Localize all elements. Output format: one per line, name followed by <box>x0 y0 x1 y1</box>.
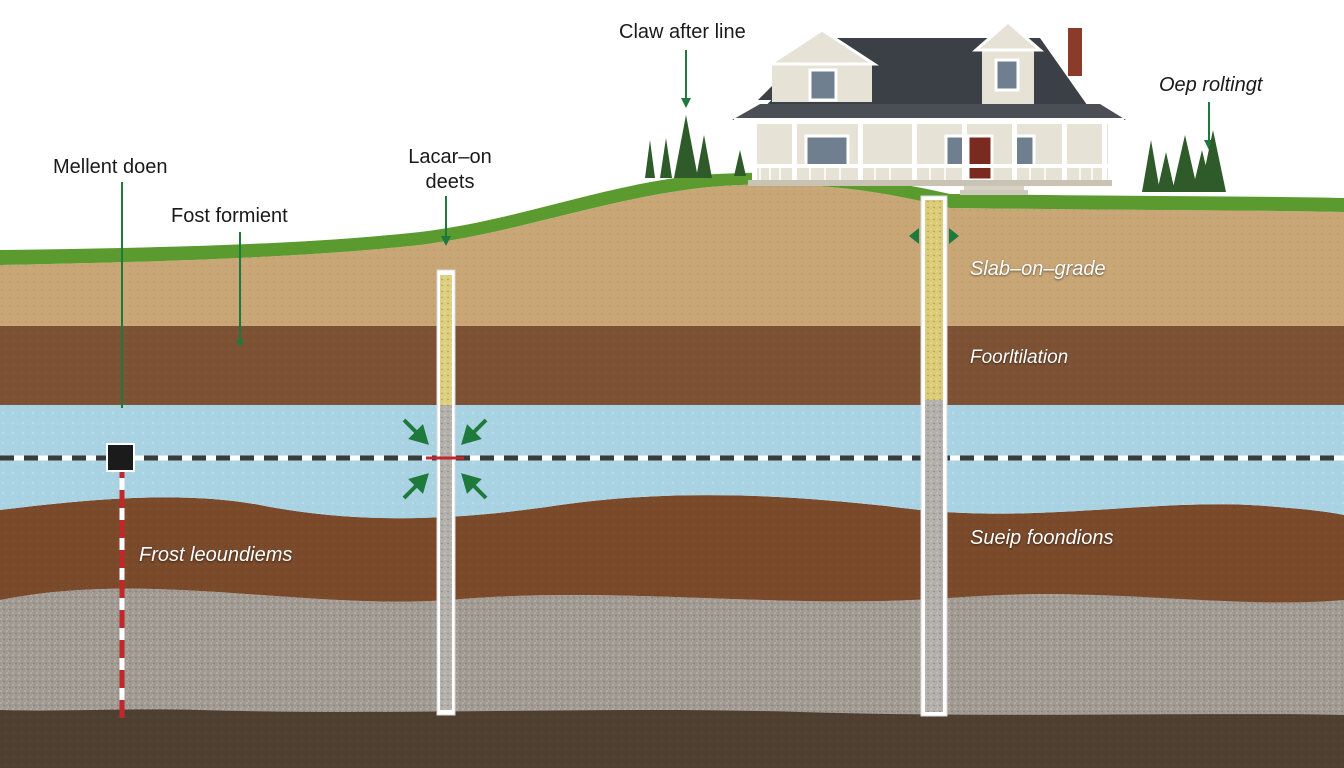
label-meltline: Mellent doen <box>53 156 168 178</box>
label-lacar-on-line-2: deets <box>425 171 475 193</box>
grass-surface <box>0 172 1344 265</box>
arrow-icon <box>909 228 919 244</box>
label-frost-foundations: Frost leoundiems <box>139 544 293 566</box>
house-icon <box>732 20 1126 195</box>
pile-icon <box>436 269 456 716</box>
arrow-icon <box>461 473 482 494</box>
label-frost-formation: Fost formient <box>171 205 288 227</box>
pile-icon <box>920 195 948 717</box>
label-deep-routing: Oep roltingt <box>1159 74 1263 96</box>
pine-tree-icon <box>1142 130 1226 192</box>
label-lacar-on: Lacar–on deets <box>395 145 505 195</box>
pine-tree-icon <box>645 115 746 178</box>
arrow-icon <box>681 98 691 108</box>
label-claw-after-line: Claw after line <box>619 21 746 43</box>
arrow-icon <box>461 424 482 445</box>
frost-heave-arrows <box>402 418 488 500</box>
survey-stake-icon <box>106 443 135 718</box>
label-slab-on-grade: Slab–on–grade <box>970 258 1106 280</box>
arrow-icon <box>408 473 429 494</box>
arrow-icon <box>441 236 451 246</box>
label-slab-foundations: Sueip foondions <box>970 527 1114 549</box>
label-foundation: Foorltilation <box>970 347 1069 368</box>
label-lacar-on-line-1: Lacar–on <box>408 146 492 168</box>
arrow-icon <box>408 424 429 445</box>
leader-lines <box>121 50 1210 408</box>
arrow-icon <box>949 228 959 244</box>
